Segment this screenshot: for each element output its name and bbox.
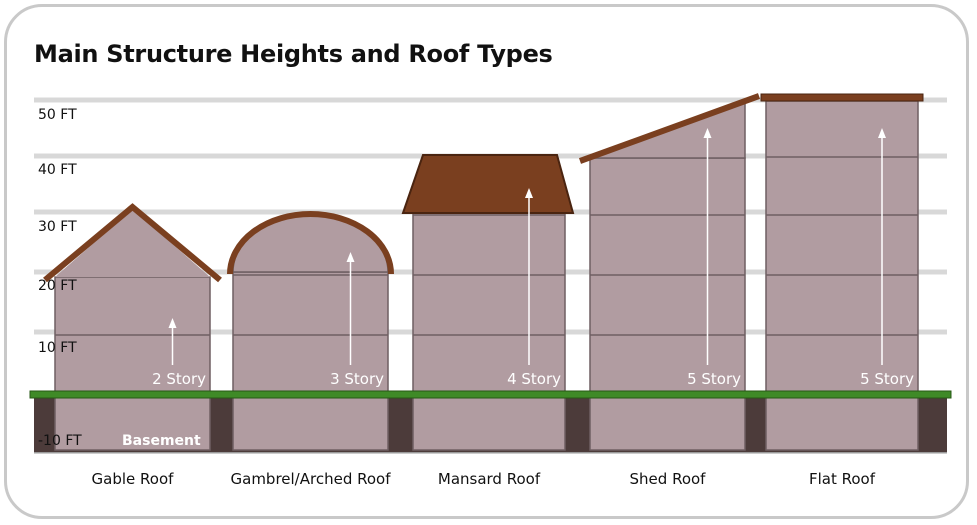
basement-section	[232, 394, 389, 451]
wall	[232, 271, 389, 396]
gable-fill	[55, 209, 210, 277]
roof-type-label: Gambrel/Arched Roof	[231, 470, 392, 488]
roof-type-label: Shed Roof	[630, 470, 707, 488]
y-tick-label: -10 FT	[38, 433, 82, 449]
y-tick-label: 10 FT	[38, 340, 77, 356]
building-shed	[578, 93, 761, 451]
story-label: 5 Story	[860, 370, 914, 388]
arrow-head	[168, 318, 177, 328]
gable-roof	[43, 203, 222, 283]
arrow-head	[878, 128, 886, 138]
story-label: 5 Story	[687, 370, 741, 388]
flat-roof	[760, 93, 924, 102]
arrow-head	[346, 252, 355, 262]
y-tick-label: 20 FT	[38, 278, 77, 294]
arrow-head	[525, 188, 533, 198]
arrow-head	[703, 128, 712, 138]
roof-type-label: Flat Roof	[809, 470, 876, 488]
wall	[589, 157, 746, 396]
shed-roof	[578, 93, 761, 164]
arch-fill	[232, 213, 389, 273]
y-tick-label: 40 FT	[38, 162, 77, 178]
basement-section	[589, 394, 746, 451]
building-mansard	[401, 154, 575, 451]
wall	[765, 100, 919, 396]
building-gable	[43, 203, 222, 451]
buildings	[43, 93, 924, 451]
wall	[412, 212, 566, 396]
roof-type-label: Mansard Roof	[438, 470, 541, 488]
mansard-roof	[401, 154, 575, 214]
ground-strip	[29, 390, 952, 399]
story-label: 3 Story	[330, 370, 384, 388]
story-label: 4 Story	[507, 370, 561, 388]
y-tick-label: 30 FT	[38, 219, 77, 235]
basement-section	[765, 394, 919, 451]
arched-roof	[227, 211, 394, 275]
ground-line	[29, 390, 952, 399]
building-arched	[227, 211, 394, 451]
basement-section	[412, 394, 566, 451]
y-axis-ticks: 50 FT 40 FT 30 FT 20 FT 10 FT -10 FT	[38, 107, 82, 449]
story-label: 2 Story	[152, 370, 206, 388]
y-tick-label: 50 FT	[38, 107, 77, 123]
basement-label: Basement	[122, 433, 201, 449]
roof-type-label: Gable Roof	[92, 470, 175, 488]
diagram-title: Main Structure Heights and Roof Types	[34, 40, 553, 68]
